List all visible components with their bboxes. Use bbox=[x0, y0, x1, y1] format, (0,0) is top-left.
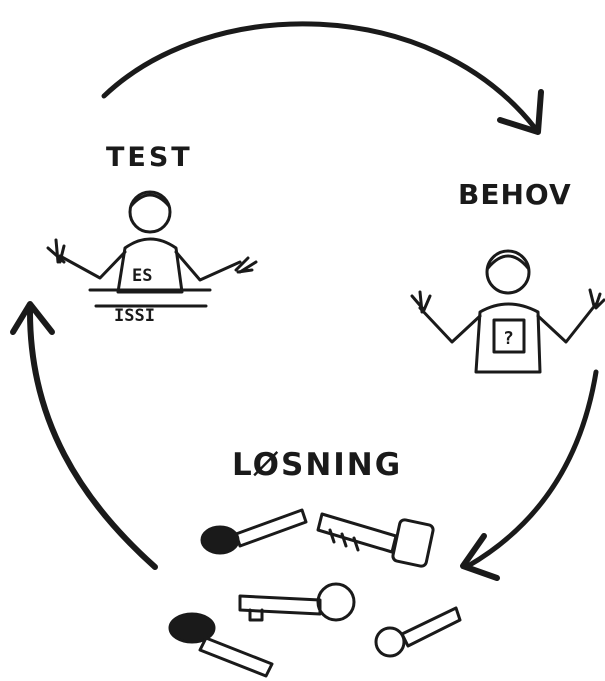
stage-label-behov: BEHOV bbox=[458, 178, 572, 211]
test-shirt-text-bottom: ISSI bbox=[114, 306, 155, 326]
key-round bbox=[376, 608, 460, 656]
key-toothed bbox=[318, 514, 434, 567]
test-shirt-text-top: ES bbox=[132, 266, 152, 286]
key-black-head bbox=[202, 510, 306, 553]
stage-label-losning: LØSNING bbox=[232, 447, 402, 483]
test-person-illustration bbox=[48, 192, 256, 306]
behov-question-mark: ? bbox=[503, 328, 514, 349]
arrow-losning-to-test bbox=[13, 304, 155, 567]
arrow-test-to-behov bbox=[104, 24, 541, 132]
cycle-arrows bbox=[13, 24, 596, 578]
key-grip bbox=[170, 614, 272, 676]
arrow-behov-to-losning bbox=[463, 372, 596, 578]
key-large bbox=[240, 584, 354, 620]
behov-person-illustration bbox=[412, 251, 604, 372]
stage-label-test: TEST bbox=[106, 142, 193, 173]
keys-illustration bbox=[170, 510, 460, 676]
